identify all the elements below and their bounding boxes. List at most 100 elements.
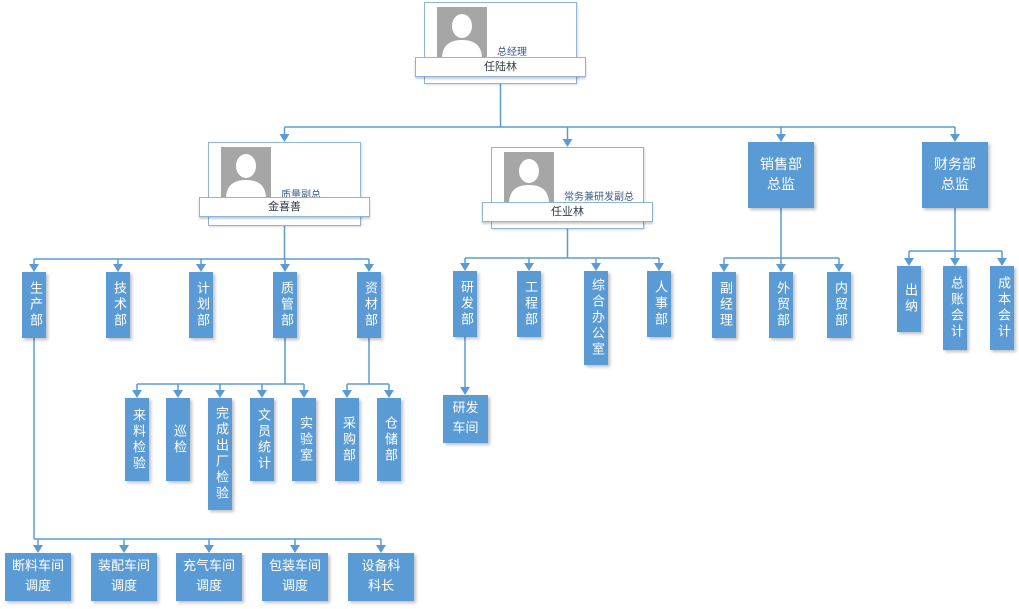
org-node-rd[interactable]: 研发部 <box>453 271 477 337</box>
org-node-final[interactable]: 完成出厂检验 <box>208 398 232 510</box>
node-label: 研发部 <box>458 280 473 328</box>
node-label: 质管部 <box>278 281 293 329</box>
role-title: 常务兼研发副总 <box>564 192 634 203</box>
arrow-icon <box>524 263 534 271</box>
node-label: 计划部 <box>194 281 209 329</box>
node-label: 设备科科长 <box>361 559 401 594</box>
node-label: 实验室 <box>297 415 312 464</box>
node-label: 巡检 <box>171 423 186 456</box>
arrow-icon <box>196 264 206 272</box>
person-placeholder-icon <box>504 152 554 204</box>
arrow-icon <box>257 390 267 398</box>
org-node-assembly[interactable]: 装配车间调度 <box>91 553 157 601</box>
arrow-icon <box>299 390 309 398</box>
arrow-icon <box>719 264 729 272</box>
org-node-foreign[interactable]: 外贸部 <box>769 272 793 338</box>
arrow-icon <box>342 390 352 398</box>
node-label: 总账会计 <box>948 276 963 340</box>
org-node-hr[interactable]: 人事部 <box>647 271 671 337</box>
org-node-finance-dir[interactable]: 财务部总监 <box>922 142 988 208</box>
node-label: 装配车间调度 <box>97 559 150 594</box>
node-label: 外贸部 <box>774 281 789 329</box>
role-title: 质量副总 <box>281 190 321 201</box>
arrow-icon <box>997 258 1007 266</box>
org-node-planning[interactable]: 计划部 <box>189 272 213 338</box>
org-node-cashier[interactable]: 出纳 <box>897 266 921 332</box>
role-title: 总经理 <box>497 47 527 58</box>
arrow-icon <box>460 387 470 395</box>
org-node-clerk[interactable]: 文员统计 <box>250 398 274 481</box>
name-plate: 任业林 <box>482 202 653 222</box>
node-label: 生产部 <box>27 281 42 329</box>
node-label: 出纳 <box>902 283 917 315</box>
avatar <box>437 7 487 59</box>
person-placeholder-icon <box>437 7 487 59</box>
arrow-icon <box>460 263 470 271</box>
arrow-icon <box>384 390 394 398</box>
arrow-icon <box>132 390 142 398</box>
arrow-icon <box>290 545 300 553</box>
org-node-incoming[interactable]: 来料检验 <box>125 398 149 481</box>
arrow-icon <box>33 545 43 553</box>
avatar <box>221 147 271 199</box>
org-node-tech[interactable]: 技术部 <box>106 272 130 338</box>
name-plate: 任陆林 <box>415 57 586 77</box>
arrow-icon <box>173 390 183 398</box>
org-node-gl-acct[interactable]: 总账会计 <box>943 266 967 350</box>
org-node-lab[interactable]: 实验室 <box>292 398 316 481</box>
org-node-cost-acct[interactable]: 成本会计 <box>990 266 1014 350</box>
node-label: 技术部 <box>111 281 126 329</box>
org-node-admin[interactable]: 综合办公室 <box>584 271 608 365</box>
org-node-materials[interactable]: 资材部 <box>357 272 381 338</box>
org-node-production[interactable]: 生产部 <box>22 272 46 338</box>
node-label: 充气车间调度 <box>182 559 235 594</box>
person-placeholder-icon <box>221 147 271 199</box>
arrow-icon <box>215 390 225 398</box>
node-label: 完成出厂检验 <box>213 406 228 502</box>
node-label: 内贸部 <box>832 281 847 329</box>
org-node-cutting[interactable]: 断料车间调度 <box>5 553 71 601</box>
org-node-qc[interactable]: 质管部 <box>273 272 297 338</box>
arrow-icon <box>119 545 129 553</box>
node-label: 仓储部 <box>382 415 397 464</box>
org-node-packaging[interactable]: 包装车间调度 <box>262 553 328 601</box>
arrow-icon <box>376 545 386 553</box>
node-label: 研发车间 <box>452 401 479 436</box>
node-label: 成本会计 <box>995 276 1010 340</box>
node-label: 来料检验 <box>130 407 145 472</box>
arrow-icon <box>776 264 786 272</box>
arrow-icon <box>279 134 290 142</box>
org-node-patrol[interactable]: 巡检 <box>166 398 190 481</box>
arrow-icon <box>364 264 374 272</box>
arrow-icon <box>29 264 39 272</box>
name-plate: 金喜善 <box>199 197 370 217</box>
org-node-purchasing[interactable]: 采购部 <box>335 398 359 481</box>
org-node-sales-dir[interactable]: 销售部总监 <box>748 142 814 208</box>
org-node-inflation[interactable]: 充气车间调度 <box>176 553 242 601</box>
node-label: 财务部总监 <box>934 157 976 193</box>
node-label: 包装车间调度 <box>268 559 321 594</box>
arrow-icon <box>904 258 914 266</box>
arrow-icon <box>204 545 214 553</box>
org-node-domestic[interactable]: 内贸部 <box>827 272 851 338</box>
org-node-deputy[interactable]: 副经理 <box>712 272 736 338</box>
node-label: 工程部 <box>522 280 537 328</box>
arrow-icon <box>654 263 664 271</box>
avatar <box>504 152 554 204</box>
org-node-equipment[interactable]: 设备科科长 <box>348 553 414 601</box>
org-node-rd-workshop[interactable]: 研发车间 <box>443 395 488 443</box>
node-label: 人事部 <box>652 280 667 328</box>
org-node-warehouse[interactable]: 仓储部 <box>377 398 401 481</box>
arrow-icon <box>562 139 573 147</box>
node-label: 资材部 <box>362 281 377 329</box>
arrow-icon <box>950 134 960 142</box>
org-node-engineering[interactable]: 工程部 <box>517 271 541 337</box>
node-label: 文员统计 <box>255 407 270 472</box>
arrow-icon <box>591 263 601 271</box>
arrow-icon <box>834 264 844 272</box>
node-label: 副经理 <box>717 281 732 329</box>
arrow-icon <box>950 258 960 266</box>
node-label: 综合办公室 <box>589 278 604 358</box>
arrow-icon <box>113 264 123 272</box>
arrow-icon <box>776 134 786 142</box>
